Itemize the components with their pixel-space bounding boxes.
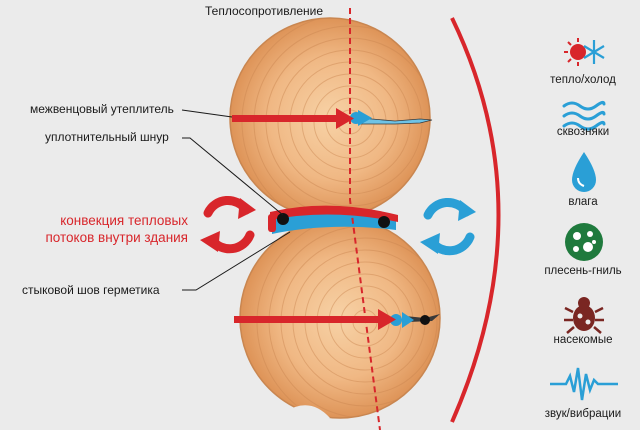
heat-resistance-label: Теплосопротивление — [205, 4, 324, 18]
outer-boundary-arc — [450, 17, 501, 423]
sealing-cord-label: уплотнительный шнур — [45, 130, 169, 144]
convection-label-line1: конвекция тепловых — [60, 213, 188, 228]
groove-seal — [268, 205, 398, 234]
leader-butt-seal — [182, 231, 291, 291]
legend-label-insects: насекомые — [553, 334, 613, 346]
heat-resistance-line — [349, 8, 381, 430]
leader-sealing-cord — [182, 137, 284, 216]
insulation-marker-top — [358, 110, 372, 126]
legend-label-heat-cold: тепло/холод — [550, 74, 616, 86]
water-drop-icon — [572, 152, 596, 192]
heat-flow-arrow-bottom — [234, 309, 396, 330]
sealing-cord-right — [378, 216, 390, 228]
mold-circle-icon — [565, 223, 603, 261]
inter-crown-insulation-label: межвенцовый утеплитель — [30, 102, 174, 116]
insulation-marker-bottom — [402, 312, 414, 328]
sealing-cord-left — [277, 213, 289, 225]
bug-icon — [564, 297, 604, 334]
legend-label-drafts: сквозняки — [556, 126, 610, 138]
heat-flow-arrow-top — [232, 108, 354, 129]
wind-waves-icon — [562, 100, 606, 131]
butt-seal-label: стыковой шов герметика — [22, 283, 160, 297]
sun-snowflake-icon — [564, 38, 605, 66]
legend-label-moisture: влага — [568, 196, 598, 208]
convection-label-line2: потоков внутри здания — [45, 230, 189, 245]
sound-wave-icon — [550, 367, 618, 401]
leader-insulation — [181, 109, 233, 118]
legend-label-sound: звук/вибрации — [544, 408, 622, 420]
legend-label-mold: плесень-гниль — [544, 265, 622, 277]
